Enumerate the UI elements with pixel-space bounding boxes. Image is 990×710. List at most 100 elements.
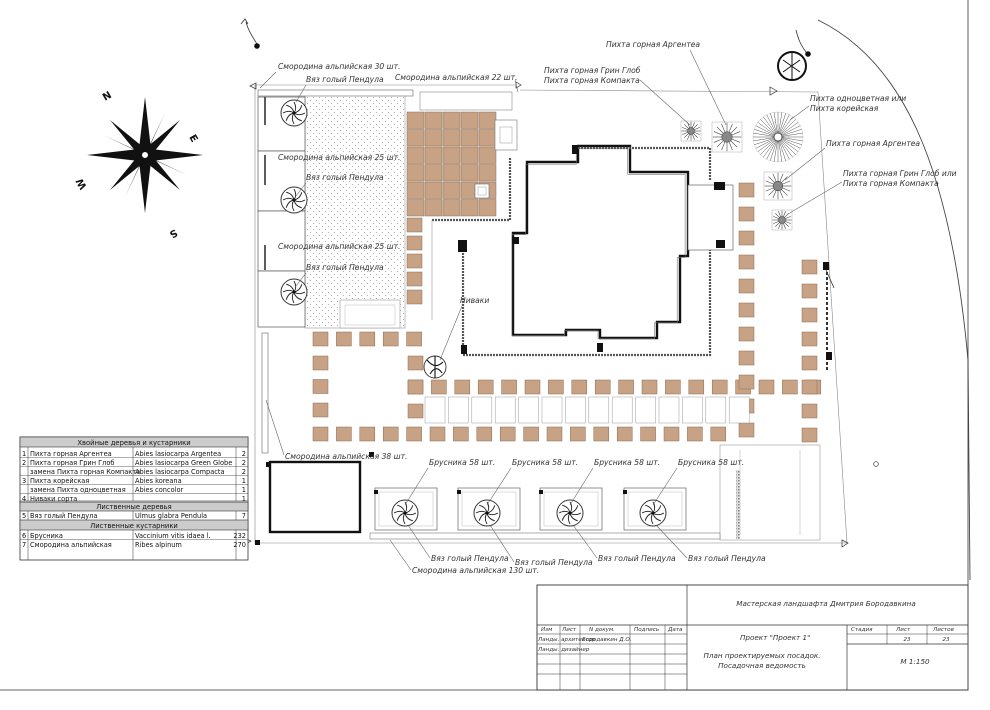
paving-slab <box>471 396 493 424</box>
paving-tile <box>478 146 497 164</box>
legend-row-num: 6 <box>22 532 26 540</box>
legend-row-qty: 232 <box>233 532 246 540</box>
paving-tile <box>460 164 479 182</box>
paving-tile <box>406 146 425 164</box>
paving-tile <box>454 379 471 395</box>
paving-tile <box>801 379 818 395</box>
paving-tile <box>359 331 376 347</box>
paving-tile <box>460 146 479 164</box>
paving-tile <box>442 111 461 129</box>
paving-tile <box>738 326 755 342</box>
paving-tile <box>424 111 443 129</box>
paving-tile <box>738 422 755 438</box>
label-currant-38: Смородина альпийская 38 шт. <box>285 452 407 461</box>
legend-row-qty: 1 <box>242 495 246 503</box>
paving-tile <box>312 426 329 442</box>
tb-col-sign: Подпись <box>634 627 659 633</box>
paving-tile <box>499 426 516 442</box>
paving-tile <box>406 426 422 442</box>
paving-tile <box>312 331 329 347</box>
paving-tile <box>424 146 443 164</box>
legend-row-latin: Abies koreana <box>135 477 182 485</box>
paving-tile <box>442 129 461 147</box>
paving-tile <box>424 181 443 199</box>
right-fence <box>823 262 879 467</box>
paving-tile <box>442 164 461 182</box>
paving-tile <box>460 199 479 217</box>
paving-slab <box>728 396 750 424</box>
paving-tile <box>431 379 447 395</box>
legend-row-num: 5 <box>22 512 26 520</box>
paving-tile <box>424 199 443 217</box>
legend-section-trees: Лиственные деревья <box>96 503 172 511</box>
paving-tile <box>382 331 399 347</box>
label-currant-25a: Смородина альпийская 25 шт. <box>278 153 400 162</box>
paving-slab <box>705 396 727 424</box>
legend-row-latin: Ribes alpinum <box>135 541 182 549</box>
legend-row-name: Брусника <box>30 532 63 540</box>
paving-tile <box>801 403 818 419</box>
legend-row-name: Вяз голый Пендула <box>30 512 97 520</box>
paving-tile <box>460 129 479 147</box>
label-elm-7: Вяз голый Пендула <box>688 554 766 563</box>
utility-squares <box>474 119 518 199</box>
legend-row-name: Пихта горная Грин Глоб <box>30 459 114 467</box>
paving-tile <box>406 331 422 347</box>
tb-sheets-label: Листов <box>932 627 954 633</box>
legend-row-num: 3 <box>22 477 26 485</box>
paving-tile <box>460 111 479 129</box>
utility-markers <box>240 18 811 81</box>
paving-tile <box>478 164 497 182</box>
tb-col-date: Дата <box>667 627 683 633</box>
tb-scale: М 1:150 <box>900 657 930 666</box>
paving-tile <box>738 350 755 366</box>
paving-tile <box>738 254 755 270</box>
paving-tile <box>442 146 461 164</box>
paving-tile <box>801 259 818 275</box>
planter-post <box>374 490 378 494</box>
label-lingon-1: Брусника 58 шт. <box>429 458 495 467</box>
paving-tile <box>801 355 818 371</box>
compass-w: W <box>75 176 90 191</box>
paving-tile <box>407 379 424 395</box>
tb-sheet-label: Лист <box>895 627 911 633</box>
paving-tile <box>478 129 497 147</box>
paving-tile <box>382 426 399 442</box>
light-paving-slabs <box>424 396 750 424</box>
elm-tree-symbol <box>280 278 308 306</box>
paving-tile <box>758 379 775 395</box>
paving-tile <box>738 302 755 318</box>
tb-sheets-value: 23 <box>942 637 950 643</box>
paving-tile <box>424 164 443 182</box>
legend-row-latin: Abies lasiocarpa Compacta <box>135 468 225 476</box>
paving-tile <box>594 379 611 395</box>
label-fir-argentea-top: Пихта горная Аргентеа <box>606 40 700 49</box>
legend-row-name: Смородина альпийская <box>30 541 112 549</box>
paving-tile <box>336 426 352 442</box>
paving-tile <box>738 230 755 246</box>
legend-row-name: Ниваки сорта <box>30 495 77 503</box>
terrace-fences <box>431 145 725 357</box>
paving-tile <box>453 426 469 442</box>
paving-tile <box>738 182 755 198</box>
planter-boxes <box>374 487 687 531</box>
legend-row-num: 2 <box>22 459 26 467</box>
tb-role-2: Ланды. дизайнер <box>537 647 590 653</box>
legend-row-name: Пихта корейская <box>30 477 89 485</box>
paving-tile <box>571 379 588 395</box>
tb-studio: Мастерская ландшафта Дмитрия Бородавкина <box>736 599 915 608</box>
label-fir-green-glob-1: Пихта горная Грин Глоб <box>544 66 641 75</box>
tb-drawing-title-2: Посадочная ведомость <box>718 661 806 670</box>
paving-tile <box>801 427 818 443</box>
paving-tile <box>359 426 376 442</box>
legend-row-qty: 2 <box>242 459 246 467</box>
paving-tile <box>312 402 329 418</box>
paving-tile <box>477 379 494 395</box>
trees-layer <box>280 99 804 527</box>
planting-legend: Хвойные деревья и кустарники Лиственные … <box>19 436 249 561</box>
paving-tile <box>801 307 818 323</box>
label-lingon-2: Брусника 58 шт. <box>512 458 578 467</box>
paving-tile <box>501 379 517 395</box>
label-elm-4: Вяз голый Пендула <box>431 554 509 563</box>
legend-row-qty: 1 <box>242 477 246 485</box>
